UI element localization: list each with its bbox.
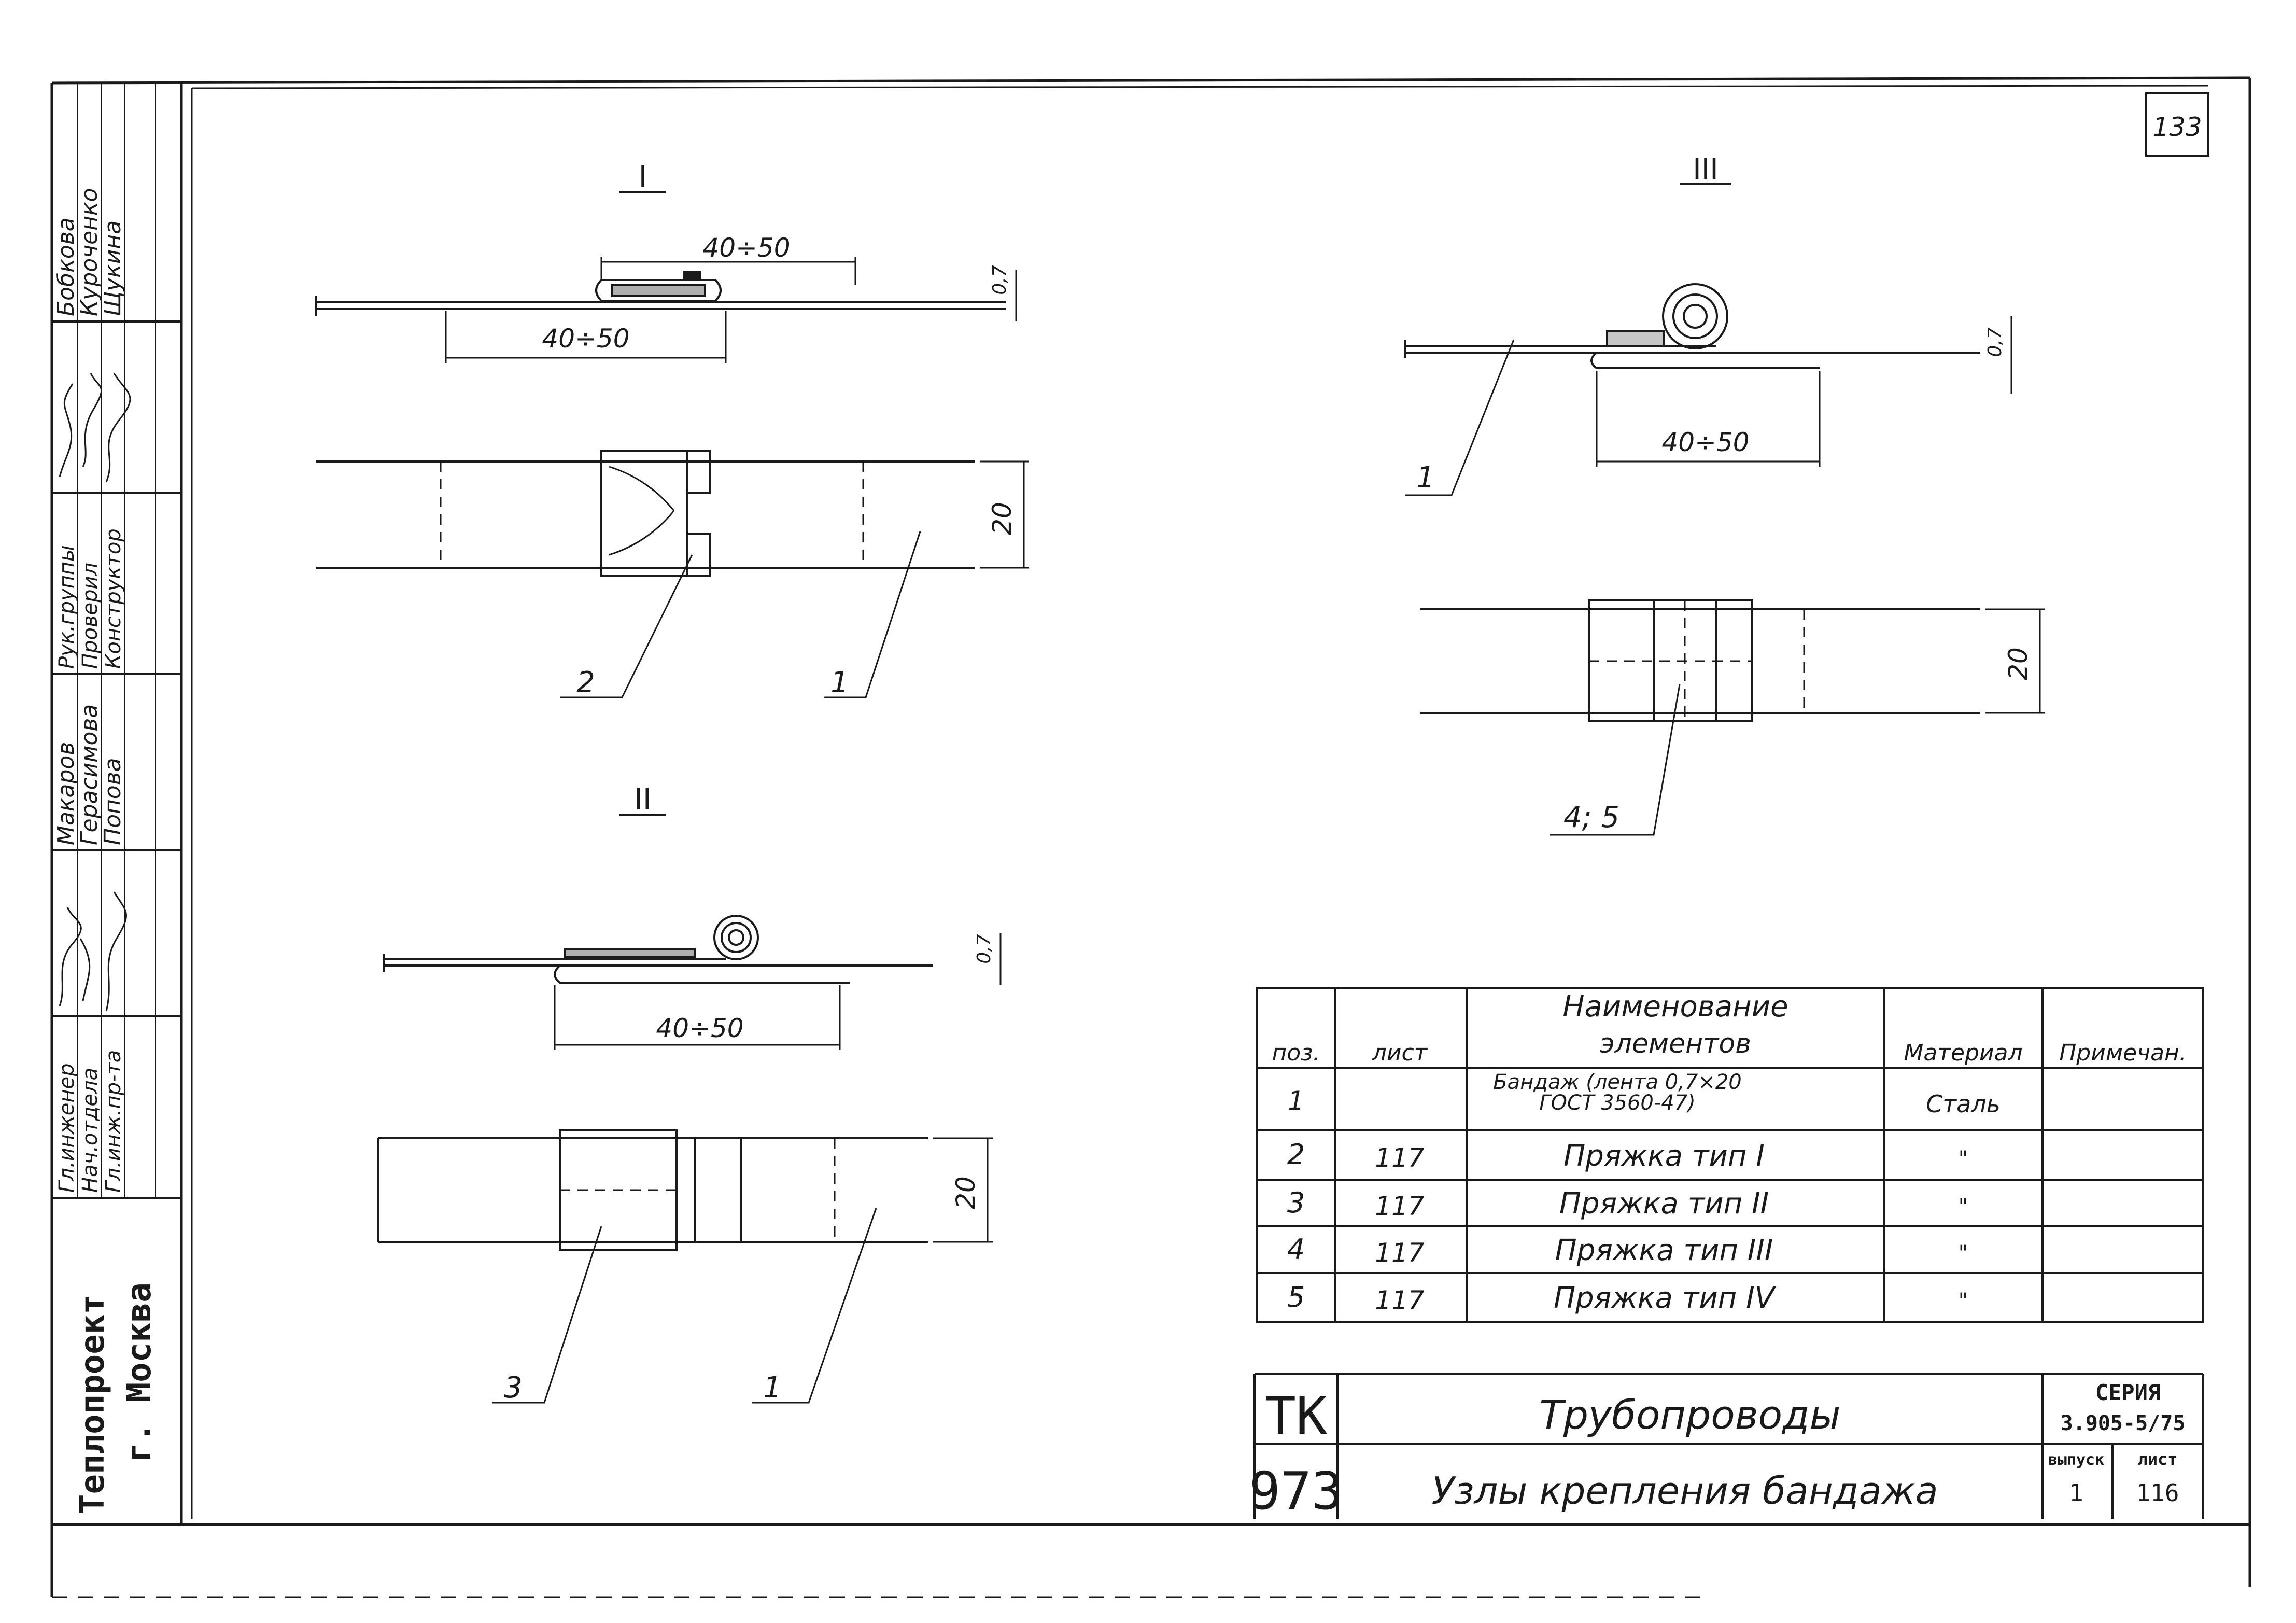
spec-table: поз. лист Наименование элементов Материа… [1256, 987, 2204, 1323]
issue-value: 1 [2069, 1479, 2083, 1507]
row-2-pos: 2 [1287, 1138, 1305, 1171]
row-4-material: " [1959, 1241, 1968, 1265]
view-1: I 40÷50 40÷50 0,7 [315, 160, 1029, 699]
row-1-material: Сталь [1926, 1090, 2001, 1118]
row-5-material: " [1959, 1289, 1968, 1313]
view-3-dim-thickness: 0,7 [1984, 327, 2006, 357]
row-1-pos: 1 [1288, 1086, 1304, 1116]
role-dept-head: Нач.отдела [78, 1068, 102, 1193]
view-2-dim-length: 40÷50 [656, 1013, 743, 1043]
row-2-sheet: 117 [1375, 1143, 1425, 1173]
header-pos: поз. [1272, 1040, 1320, 1066]
header-name-line1: Наименование [1562, 990, 1788, 1024]
row-2-name: Пряжка тип I [1563, 1139, 1765, 1173]
view-1-title: I [639, 160, 647, 194]
view-2-callout-1: 1 [763, 1371, 782, 1405]
view-3-title: III [1693, 152, 1719, 186]
row-1-name-line2: ГОСТ 3560-47) [1539, 1091, 1696, 1115]
title-sub: Узлы крепления бандажа [1431, 1469, 1938, 1513]
series-value: 3.905-5/75 [2061, 1411, 2186, 1435]
view-1-callout-1: 1 [830, 666, 849, 699]
view-2-title: II [634, 782, 651, 816]
header-name-line2: элементов [1600, 1028, 1751, 1059]
issue-label: выпуск [2048, 1451, 2104, 1469]
view-2-callout-3: 3 [504, 1371, 523, 1405]
view-3: III 0,7 40÷50 1 [1404, 152, 2045, 836]
role-project-engineer: Гл.инж.пр-та [102, 1050, 125, 1193]
approval-sidebar: Гл.инженер Нач.отдела Гл.инж.пр-та Рук.г… [52, 83, 181, 1514]
organization-line2: г. Москва [120, 1282, 159, 1462]
header-sheet: лист [1372, 1040, 1428, 1066]
surname-kurochenko: Куроченко [76, 188, 103, 316]
header-note: Примечан. [2059, 1040, 2187, 1066]
sheet-value: 116 [2136, 1479, 2179, 1507]
title-code-bottom: 973 [1249, 1461, 1343, 1521]
view-3-dim-width: 20 [2003, 647, 2033, 680]
view-3-callout-4-5: 4; 5 [1563, 801, 1619, 834]
view-1-dim-width: 20 [987, 502, 1017, 535]
role-checked: Проверил [78, 563, 102, 669]
surname-makarov: Макаров [53, 742, 79, 845]
title-main: Трубопроводы [1539, 1392, 1840, 1438]
surname-bobkova: Бобкова [53, 217, 79, 316]
row-1-name-line1: Бандаж (лента 0,7×20 [1493, 1070, 1742, 1094]
surname-popova: Попова [100, 758, 126, 845]
row-2-material: " [1959, 1147, 1968, 1171]
organization-line1: Теплопроект [74, 1294, 112, 1514]
row-3-sheet: 117 [1375, 1191, 1425, 1221]
view-2-dim-width: 20 [951, 1176, 981, 1209]
view-2: II 0,7 40÷50 [377, 782, 1002, 1405]
row-4-name: Пряжка тип III [1555, 1234, 1773, 1267]
title-block: ТК 973 Трубопроводы Узлы крепления банда… [1249, 1373, 2204, 1521]
sheet-frame [50, 76, 2251, 1598]
sheet-label: лист [2137, 1449, 2177, 1469]
role-designer: Конструктор [102, 528, 125, 669]
view-1-dim-bottom: 40÷50 [542, 324, 629, 354]
row-3-name: Пряжка тип II [1559, 1187, 1769, 1221]
view-1-dim-thickness: 0,7 [989, 265, 1010, 295]
role-chief-engineer: Гл.инженер [55, 1063, 79, 1193]
role-group-head: Рук.группы [55, 545, 79, 669]
row-4-pos: 4 [1287, 1233, 1305, 1266]
sheet-number-box: 133 [2145, 92, 2209, 157]
title-code-top: ТК [1265, 1386, 1327, 1446]
row-3-pos: 3 [1287, 1186, 1305, 1219]
row-4-sheet: 117 [1375, 1238, 1425, 1268]
view-1-dim-top: 40÷50 [702, 233, 790, 263]
view-3-callout-1: 1 [1416, 461, 1435, 495]
view-1-callout-2: 2 [576, 666, 595, 699]
sheet-number: 133 [2152, 112, 2202, 142]
signature-scribbles [59, 373, 131, 1012]
row-3-material: " [1959, 1195, 1968, 1219]
row-5-pos: 5 [1287, 1281, 1305, 1313]
surname-gerasimova: Герасимова [76, 704, 103, 845]
row-5-sheet: 117 [1375, 1285, 1425, 1316]
series-label: СЕРИЯ [2095, 1380, 2161, 1405]
view-2-dim-thickness: 0,7 [974, 934, 995, 963]
header-material: Материал [1904, 1040, 2022, 1066]
view-3-dim-length: 40÷50 [1661, 427, 1749, 457]
surname-shchukina: Щукина [100, 220, 126, 316]
row-5-name: Пряжка тип IV [1554, 1281, 1777, 1315]
